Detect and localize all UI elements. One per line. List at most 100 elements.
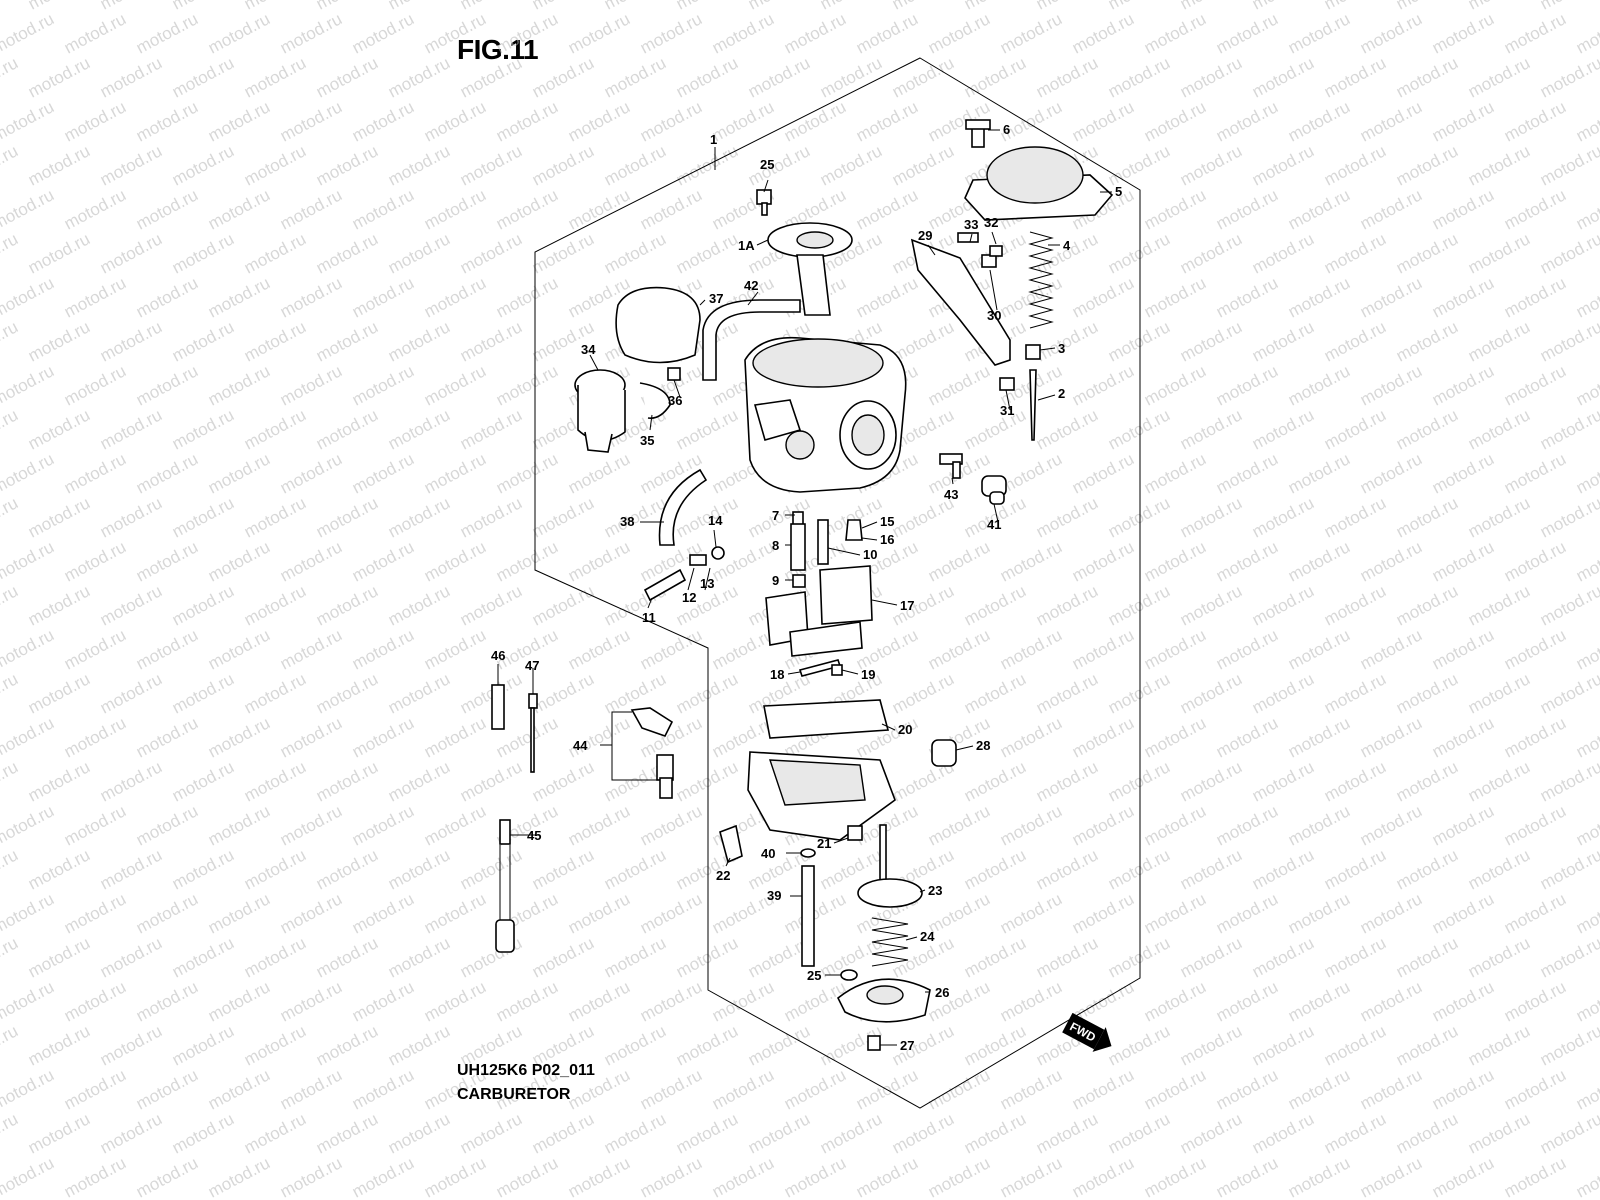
watermark-text: motod.ru xyxy=(637,801,705,849)
watermark-text: motod.ru xyxy=(1429,449,1497,497)
watermark-text: motod.ru xyxy=(1501,273,1569,321)
watermark-text: motod.ru xyxy=(349,801,417,849)
watermark-text: motod.ru xyxy=(1249,669,1317,717)
watermark-text: motod.ru xyxy=(169,669,237,717)
part-label: 41 xyxy=(987,517,1001,532)
watermark-text: motod.ru xyxy=(1465,0,1533,14)
watermark-text: motod.ru xyxy=(385,1109,453,1157)
watermark-text: motod.ru xyxy=(349,9,417,57)
watermark-text: motod.ru xyxy=(1393,757,1461,805)
watermark-text: motod.ru xyxy=(1285,9,1353,57)
watermark-text: motod.ru xyxy=(1141,273,1209,321)
watermark-text: motod.ru xyxy=(1321,757,1389,805)
watermark-text: motod.ru xyxy=(1537,845,1600,893)
ring-13-14 xyxy=(711,546,725,560)
watermark-text: motod.ru xyxy=(277,625,345,673)
part-label: 38 xyxy=(620,514,634,529)
watermark-text: motod.ru xyxy=(1357,9,1425,57)
watermark-text: motod.ru xyxy=(1357,977,1425,1025)
watermark-text: motod.ru xyxy=(457,141,525,189)
watermark-text: motod.ru xyxy=(25,669,93,717)
watermark-text: motod.ru xyxy=(25,0,93,14)
watermark-text: motod.ru xyxy=(529,845,597,893)
watermark-text: motod.ru xyxy=(1249,1021,1317,1069)
watermark-text: motod.ru xyxy=(0,493,21,541)
watermark-text: motod.ru xyxy=(25,1021,93,1069)
watermark-text: motod.ru xyxy=(205,97,273,145)
watermark-text: motod.ru xyxy=(529,669,597,717)
watermark-text: motod.ru xyxy=(1249,757,1317,805)
watermark-text: motod.ru xyxy=(997,1065,1065,1113)
watermark-text: motod.ru xyxy=(925,537,993,585)
watermark-text: motod.ru xyxy=(457,1109,525,1157)
solenoid-34 xyxy=(574,369,626,453)
watermark-text: motod.ru xyxy=(925,801,993,849)
watermark-text: motod.ru xyxy=(601,0,669,14)
watermark-text: motod.ru xyxy=(169,581,237,629)
watermark-text: motod.ru xyxy=(133,1065,201,1113)
watermark-text: motod.ru xyxy=(1573,9,1600,57)
watermark-text: motod.ru xyxy=(169,493,237,541)
watermark-text: motod.ru xyxy=(1573,713,1600,761)
watermark-text: motod.ru xyxy=(1285,625,1353,673)
watermark-text: motod.ru xyxy=(997,9,1065,57)
watermark-text: motod.ru xyxy=(997,889,1065,937)
watermark-text: motod.ru xyxy=(241,845,309,893)
watermark-text: motod.ru xyxy=(1105,1021,1173,1069)
watermark-text: motod.ru xyxy=(1537,669,1600,717)
watermark-text: motod.ru xyxy=(1537,229,1600,277)
watermark-text: motod.ru xyxy=(637,185,705,233)
watermark-text: motod.ru xyxy=(1069,713,1137,761)
watermark-text: motod.ru xyxy=(817,1109,885,1157)
watermark-text: motod.ru xyxy=(1357,1153,1425,1200)
part-label: 26 xyxy=(935,985,949,1000)
watermark-text: motod.ru xyxy=(0,1065,57,1113)
watermark-text: motod.ru xyxy=(1573,361,1600,409)
knob-41 xyxy=(981,475,1007,505)
watermark-text: motod.ru xyxy=(25,53,93,101)
watermark-text: motod.ru xyxy=(925,361,993,409)
part-label: 25 xyxy=(807,968,821,983)
watermark-text: motod.ru xyxy=(169,317,237,365)
watermark-text: motod.ru xyxy=(961,1021,1029,1069)
part-label: 9 xyxy=(772,573,779,588)
needle-2 xyxy=(1025,344,1041,441)
watermark-text: motod.ru xyxy=(133,537,201,585)
watermark-text: motod.ru xyxy=(277,1153,345,1200)
bracket-29 xyxy=(910,238,1011,366)
spring-4 xyxy=(1028,231,1054,329)
watermark-text: motod.ru xyxy=(205,625,273,673)
watermark-text: motod.ru xyxy=(1501,185,1569,233)
watermark-text: motod.ru xyxy=(1105,229,1173,277)
watermark-text: motod.ru xyxy=(1393,141,1461,189)
watermark-text: motod.ru xyxy=(1321,317,1389,365)
watermark-text: motod.ru xyxy=(1213,185,1281,233)
watermark-text: motod.ru xyxy=(0,669,21,717)
watermark-text: motod.ru xyxy=(457,581,525,629)
part-label: 1 xyxy=(710,132,717,147)
watermark-text: motod.ru xyxy=(1249,0,1317,14)
watermark-text: motod.ru xyxy=(1429,537,1497,585)
part-label: 17 xyxy=(900,598,914,613)
watermark-text: motod.ru xyxy=(277,185,345,233)
watermark-text: motod.ru xyxy=(61,1153,129,1200)
watermark-text: motod.ru xyxy=(385,405,453,453)
watermark-text: motod.ru xyxy=(1573,537,1600,585)
watermark-text: motod.ru xyxy=(673,0,741,14)
watermark-text: motod.ru xyxy=(853,1153,921,1200)
part-label: 1A xyxy=(738,238,755,253)
watermark-text: motod.ru xyxy=(61,889,129,937)
watermark-text: motod.ru xyxy=(961,845,1029,893)
watermark-text: motod.ru xyxy=(313,845,381,893)
watermark-text: motod.ru xyxy=(1393,0,1461,14)
cap-28 xyxy=(931,739,957,767)
screw-19 xyxy=(831,664,843,676)
watermark-text: motod.ru xyxy=(169,1021,237,1069)
watermark-text: motod.ru xyxy=(529,53,597,101)
watermark-text: motod.ru xyxy=(277,361,345,409)
watermark-text: motod.ru xyxy=(0,361,57,409)
watermark-text: motod.ru xyxy=(745,1109,813,1157)
watermark-text: motod.ru xyxy=(1537,581,1600,629)
watermark-text: motod.ru xyxy=(457,53,525,101)
watermark-text: motod.ru xyxy=(1393,933,1461,981)
